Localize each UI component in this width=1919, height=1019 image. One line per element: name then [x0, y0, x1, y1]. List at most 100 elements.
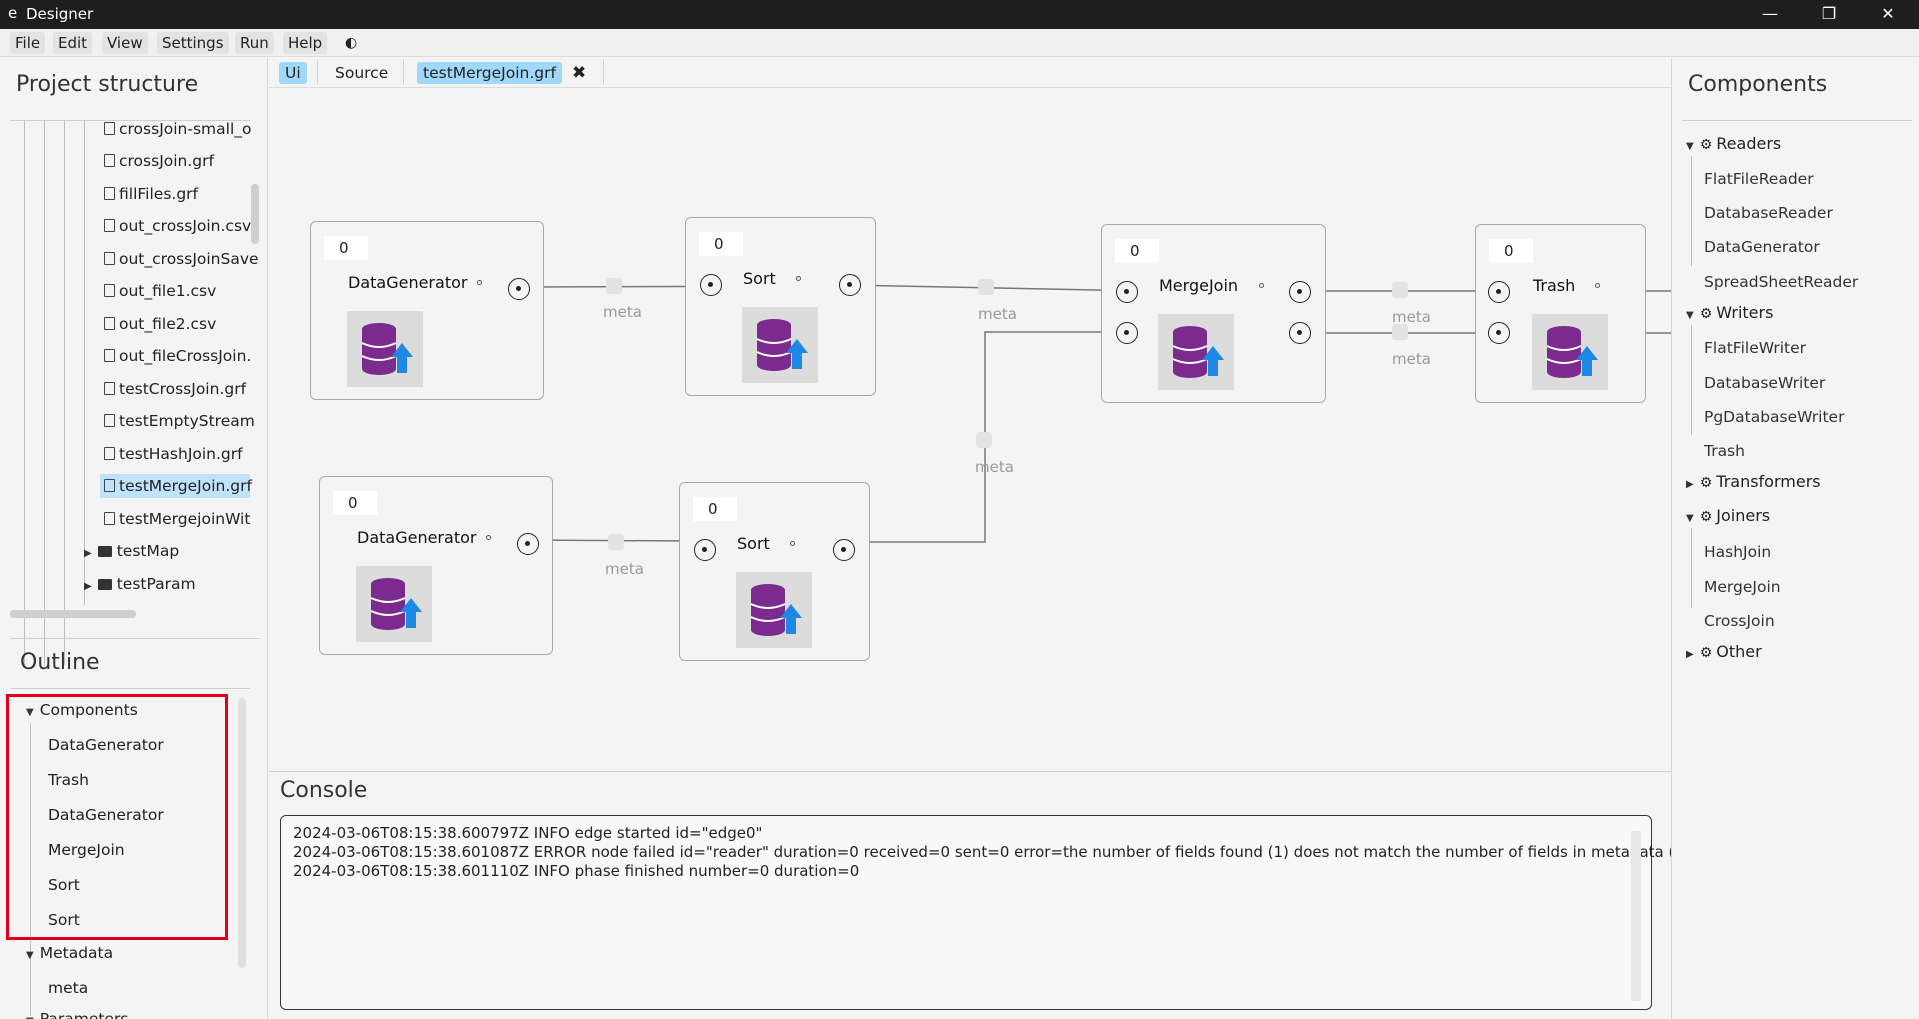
file-item[interactable]: testEmptyStream	[104, 412, 255, 430]
output-port[interactable]	[833, 539, 855, 561]
collapse-arrow-icon[interactable]: ▼	[1686, 310, 1694, 321]
file-item[interactable]: out_fileCrossJoin.	[104, 347, 251, 365]
file-icon	[104, 317, 115, 330]
component-item[interactable]: DatabaseWriter	[1704, 374, 1826, 392]
outline-component[interactable]: DataGenerator	[48, 736, 164, 754]
component-item[interactable]: DataGenerator	[1704, 238, 1820, 256]
menu-view[interactable]: View	[102, 32, 148, 54]
component-item[interactable]: PgDatabaseWriter	[1704, 408, 1845, 426]
restore-button[interactable]: ❐	[1821, 4, 1837, 23]
divider	[10, 120, 250, 121]
outline-component[interactable]: Sort	[48, 876, 80, 894]
file-item[interactable]: fillFiles.grf	[104, 185, 198, 203]
theme-toggle-icon[interactable]: ◐	[345, 35, 358, 51]
output-port[interactable]	[508, 278, 530, 300]
graph-canvas[interactable]: meta meta meta meta meta meta 0 DataGene…	[269, 89, 1671, 769]
file-item[interactable]: out_file2.csv	[104, 315, 216, 333]
expand-arrow-icon[interactable]: ▶	[84, 581, 92, 592]
close-button[interactable]: ✕	[1881, 4, 1895, 23]
collapse-arrow-icon[interactable]: ▼	[1686, 513, 1694, 524]
tab-close-icon[interactable]: ✖	[572, 63, 587, 83]
input-port[interactable]	[1488, 281, 1510, 303]
console-scrollbar[interactable]	[1631, 831, 1641, 1001]
outline-component[interactable]: MergeJoin	[48, 841, 125, 859]
node-sort[interactable]: 0 Sort	[685, 217, 876, 396]
edge[interactable]	[848, 284, 1145, 292]
category-transformers[interactable]: ▶⚙Transformers	[1686, 472, 1821, 491]
outline-parameters[interactable]: ▼Parameters	[26, 1010, 128, 1019]
expand-arrow-icon[interactable]: ▶	[84, 548, 92, 559]
component-item[interactable]: DatabaseReader	[1704, 204, 1833, 222]
component-item[interactable]: MergeJoin	[1704, 578, 1781, 596]
node-datagenerator[interactable]: 0 DataGenerator	[319, 476, 553, 655]
edge-handle[interactable]	[608, 534, 624, 550]
component-item[interactable]: Trash	[1704, 442, 1745, 460]
tab-source[interactable]: Source	[335, 64, 389, 82]
project-vscrollbar[interactable]	[251, 184, 259, 244]
menu-run[interactable]: Run	[235, 32, 274, 54]
tab-file[interactable]: testMergeJoin.grf	[417, 62, 562, 84]
outline-component[interactable]: DataGenerator	[48, 806, 164, 824]
node-mergejoin[interactable]: 0 MergeJoin	[1101, 224, 1326, 403]
file-item[interactable]: testHashJoin.grf	[104, 445, 243, 463]
tab-ui[interactable]: Ui	[279, 62, 307, 84]
outline-vscrollbar[interactable]	[238, 698, 246, 968]
outline-component[interactable]: Trash	[48, 771, 89, 789]
edge[interactable]	[844, 331, 1144, 543]
console-output[interactable]: 2024-03-06T08:15:38.600797Z INFO edge st…	[280, 815, 1690, 1010]
file-item[interactable]: out_file1.csv	[104, 282, 216, 300]
node-sort[interactable]: 0 Sort	[679, 482, 870, 661]
file-item[interactable]: crossJoin.grf	[104, 152, 214, 170]
file-item[interactable]: out_crossJoinSave	[104, 250, 259, 268]
file-item-selected[interactable]: testMergeJoin.grf	[100, 474, 252, 498]
input-port[interactable]	[694, 539, 716, 561]
folder-item[interactable]: ▶testMap	[84, 542, 180, 560]
category-other[interactable]: ▶⚙Other	[1686, 642, 1762, 661]
node-trash[interactable]: 0 Trash	[1475, 224, 1646, 403]
menu-file[interactable]: File	[10, 32, 46, 54]
outline-metadata-item[interactable]: meta	[48, 979, 89, 997]
output-port[interactable]	[1289, 281, 1311, 303]
input-port[interactable]	[700, 274, 722, 296]
output-port[interactable]	[1289, 322, 1311, 344]
input-port[interactable]	[1116, 281, 1138, 303]
component-item[interactable]: CrossJoin	[1704, 612, 1775, 630]
component-item[interactable]: SpreadSheetReader	[1704, 273, 1859, 291]
menu-help[interactable]: Help	[283, 32, 328, 54]
expand-arrow-icon[interactable]: ▶	[1686, 649, 1694, 660]
component-item[interactable]: FlatFileWriter	[1704, 339, 1807, 357]
category-readers[interactable]: ▼⚙Readers	[1686, 134, 1782, 153]
edge-handle[interactable]	[976, 432, 992, 448]
component-item[interactable]: HashJoin	[1704, 543, 1772, 561]
folder-item[interactable]: ▶testParam	[84, 575, 196, 593]
category-writers[interactable]: ▼⚙Writers	[1686, 303, 1774, 322]
menu-settings[interactable]: Settings	[157, 32, 229, 54]
outline-component[interactable]: Sort	[48, 911, 80, 929]
category-joiners[interactable]: ▼⚙Joiners	[1686, 506, 1771, 525]
collapse-arrow-icon[interactable]: ▼	[26, 950, 34, 961]
edge-handle[interactable]	[1392, 324, 1408, 340]
file-item[interactable]: crossJoin-small_o	[104, 120, 251, 138]
minimize-button[interactable]: —	[1762, 4, 1778, 23]
input-port[interactable]	[1116, 322, 1138, 344]
file-item[interactable]: out_crossJoin.csv	[104, 217, 251, 235]
collapse-arrow-icon[interactable]: ▼	[1686, 141, 1694, 152]
node-datagenerator[interactable]: 0 DataGenerator	[310, 221, 544, 400]
edge-handle[interactable]	[1392, 282, 1408, 298]
outline-metadata[interactable]: ▼Metadata	[26, 944, 114, 962]
collapse-arrow-icon[interactable]: ▼	[26, 707, 34, 718]
component-item[interactable]: FlatFileReader	[1704, 170, 1814, 188]
file-item[interactable]: testMergejoinWit	[104, 510, 250, 528]
output-port[interactable]	[517, 533, 539, 555]
edge-handle[interactable]	[606, 278, 622, 294]
expand-arrow-icon[interactable]: ▶	[1686, 479, 1694, 490]
file-item[interactable]: testCrossJoin.grf	[104, 380, 246, 398]
collapse-arrow-icon[interactable]: ▼	[26, 1016, 34, 1019]
menu-edit[interactable]: Edit	[53, 32, 93, 54]
project-hscrollbar[interactable]	[10, 610, 136, 618]
outline-components[interactable]: ▼Components	[26, 701, 138, 719]
edge-handle[interactable]	[978, 279, 994, 295]
edge-label: meta	[605, 560, 644, 578]
output-port[interactable]	[839, 274, 861, 296]
input-port[interactable]	[1488, 322, 1510, 344]
